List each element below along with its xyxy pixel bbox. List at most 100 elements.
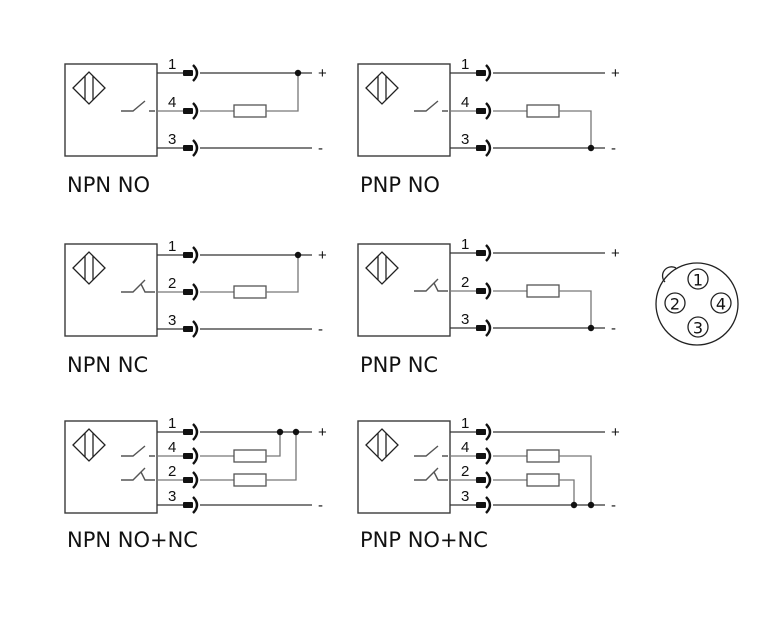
plug-socket-icon [183, 423, 199, 441]
socket [192, 496, 199, 514]
plus-terminal-label: + [318, 424, 327, 441]
minus-terminal-label: - [318, 140, 323, 157]
pin-number: 3 [461, 488, 469, 505]
pin-label: 4 [716, 295, 726, 314]
plug-socket-icon [183, 64, 199, 82]
sensor-body [357, 63, 451, 157]
diamond-shape [365, 251, 399, 285]
diagram-pnp-no: 143+-PNP NO [357, 56, 620, 197]
diamond-shape [72, 428, 106, 462]
junction-dot [587, 501, 595, 509]
pin-circle [687, 268, 709, 290]
pin-number: 3 [168, 488, 176, 505]
inductive-sensor-icon [72, 251, 106, 285]
connector-pin-1: 1 [687, 268, 709, 290]
pin-row-1: 1 [157, 415, 312, 441]
plug [183, 429, 193, 435]
minus-terminal-label: - [318, 497, 323, 514]
pin-label: 2 [670, 295, 680, 314]
socket [192, 471, 199, 489]
plug-socket-icon [476, 471, 492, 489]
pin-number: 3 [168, 312, 176, 329]
diagram-title: NPN NO+NC [67, 528, 198, 552]
socket [485, 319, 492, 337]
junction-dot [294, 69, 302, 77]
plug [183, 326, 193, 332]
socket [192, 283, 199, 301]
pin-number: 2 [461, 274, 469, 291]
switch-path [414, 278, 448, 292]
plug [476, 429, 486, 435]
socket [485, 447, 492, 465]
pin-number: 3 [461, 311, 469, 328]
plug [183, 502, 193, 508]
pin-row-3: 3 [157, 131, 312, 157]
socket [485, 64, 492, 82]
return-wire [559, 290, 592, 328]
diagram-title: NPN NO [67, 173, 150, 197]
diagram-title: PNP NO [360, 173, 440, 197]
pin-row-1: 1 [157, 238, 312, 264]
normally-open-switch-icon [414, 100, 448, 112]
return-wire [559, 479, 575, 505]
plug-socket-icon [476, 244, 492, 262]
inductive-sensor-icon [72, 71, 106, 105]
socket [192, 64, 199, 82]
plug-socket-icon [183, 283, 199, 301]
pin-row-2: 2 [450, 463, 492, 489]
pin-row-3: 3 [450, 131, 605, 157]
diamond-shape [72, 71, 106, 105]
socket [485, 423, 492, 441]
plug-socket-icon [476, 423, 492, 441]
connector-pin-3: 3 [687, 316, 709, 338]
pin-row-2: 2 [157, 275, 199, 301]
minus-terminal-label: - [318, 321, 323, 338]
pin-row-2: 2 [157, 463, 199, 489]
pin-row-1: 1 [450, 56, 605, 82]
plug [476, 250, 486, 256]
sensor-body [357, 420, 451, 514]
plug [183, 453, 193, 459]
switch-path [414, 467, 448, 481]
plug [183, 289, 193, 295]
switch-path [414, 100, 448, 112]
socket [485, 282, 492, 300]
pin-number: 1 [168, 56, 176, 73]
pin-number: 1 [168, 415, 176, 432]
plug [476, 108, 486, 114]
plus-terminal-label: + [318, 247, 327, 264]
pin-row-1: 1 [450, 415, 605, 441]
load-resistor [200, 428, 300, 487]
pin-number: 2 [168, 275, 176, 292]
plug [476, 145, 486, 151]
return-wire [559, 110, 592, 148]
return-wire [266, 73, 299, 112]
pin-number: 4 [461, 439, 469, 456]
plug [183, 252, 193, 258]
pin-number: 4 [461, 94, 469, 111]
socket [192, 423, 199, 441]
junction-dot [570, 501, 578, 509]
connector-pin-2: 2 [664, 292, 686, 314]
pin-row-4: 4 [157, 94, 199, 120]
sensor-body [357, 243, 451, 337]
inductive-sensor-icon [365, 428, 399, 462]
plug-socket-icon [183, 496, 199, 514]
plug [183, 108, 193, 114]
plug [476, 325, 486, 331]
pin-circle [687, 316, 709, 338]
diagram-npn-no: 143+-NPN NO [64, 56, 327, 197]
load-resistor [493, 473, 578, 509]
plug-socket-icon [183, 102, 199, 120]
junction-dot [294, 251, 302, 259]
load-resistor [493, 104, 595, 152]
plus-terminal-label: + [611, 245, 620, 262]
connector-outline [655, 262, 739, 346]
inductive-sensor-icon [365, 71, 399, 105]
resistor-body [233, 473, 267, 487]
plug-socket-icon [183, 246, 199, 264]
junction-dot [587, 144, 595, 152]
pin-row-1: 1 [157, 56, 312, 82]
resistor-body [233, 449, 267, 463]
